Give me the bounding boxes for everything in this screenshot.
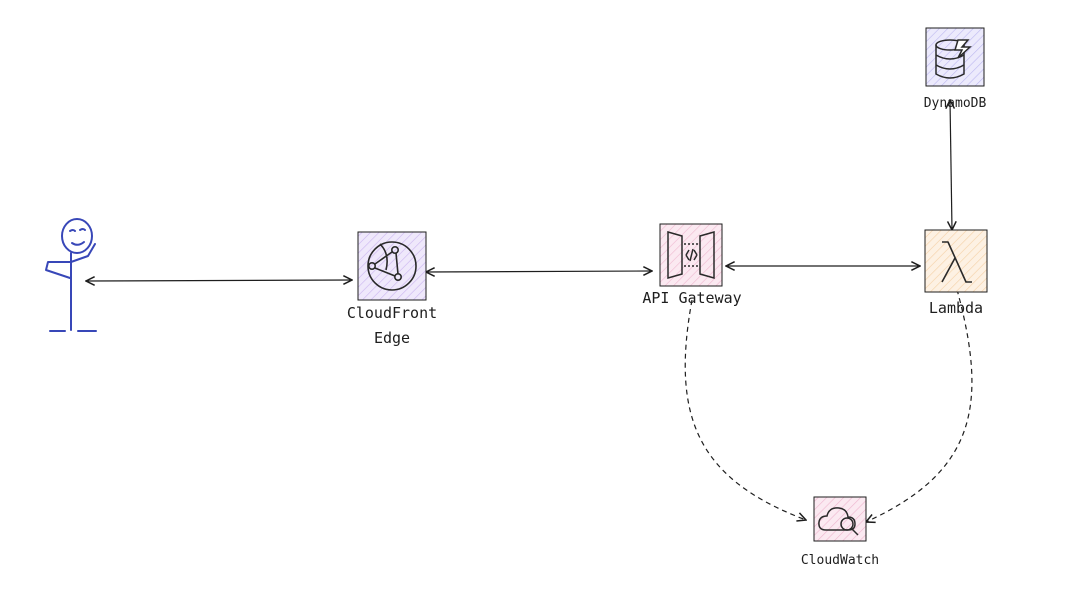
dynamodb-label: DynamoDB (924, 96, 987, 111)
edge-cloudfront-apigateway[interactable] (426, 271, 652, 272)
api-gateway-icon (659, 223, 723, 287)
user-node[interactable] (45, 218, 97, 332)
api-gateway-label: API Gateway (642, 289, 741, 307)
cloudfront-node[interactable]: CloudFront Edge (347, 231, 437, 347)
dynamodb-icon (925, 27, 985, 87)
cloudwatch-icon (813, 496, 867, 542)
edge-apigateway-cloudwatch[interactable] (684, 299, 806, 520)
lambda-node[interactable]: Lambda (924, 229, 988, 317)
edge-lambda-cloudwatch[interactable] (866, 272, 973, 522)
api-gateway-node[interactable]: API Gateway (642, 223, 742, 307)
cloudfront-icon (357, 231, 427, 301)
dynamodb-node[interactable]: DynamoDB (924, 27, 987, 111)
stick-figure-user-icon (45, 218, 97, 332)
cloudwatch-label: CloudWatch (801, 553, 879, 568)
cloudfront-label-line1: CloudFront (347, 304, 437, 322)
lambda-icon (924, 229, 988, 293)
cloudfront-label-line2: Edge (374, 329, 410, 347)
edge-dynamodb-lambda[interactable] (950, 100, 952, 230)
cloudwatch-node[interactable]: CloudWatch (801, 496, 879, 568)
lambda-label: Lambda (929, 299, 983, 317)
edges (86, 100, 973, 522)
edge-user-cloudfront[interactable] (86, 280, 352, 281)
